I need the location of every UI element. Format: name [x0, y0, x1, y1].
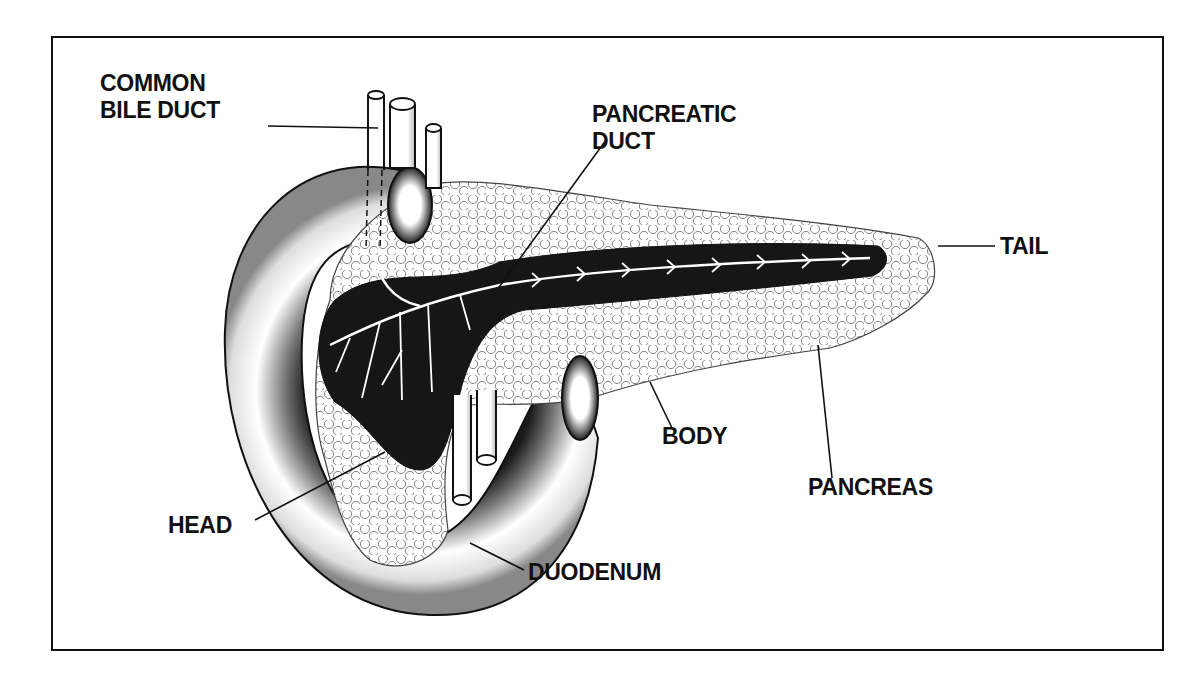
leader-line: [255, 452, 385, 520]
leader-lines: [255, 126, 995, 570]
vessel-tube: [477, 390, 496, 460]
part-label: HEAD: [168, 512, 268, 539]
duct-section: [319, 244, 887, 470]
leader-line: [497, 140, 606, 290]
vessel-tube: [426, 128, 441, 188]
vessel-tube: [390, 104, 415, 168]
part-label: PANCREATIC DUCT: [592, 101, 752, 155]
bile-duct-terminal: [372, 248, 420, 306]
vessel-opening: [390, 98, 415, 110]
part-label: COMMON BILE DUCT: [100, 70, 235, 124]
duct-branches: [532, 252, 850, 287]
part-label: DUODENUM: [528, 559, 698, 586]
bile-duct-tube: [368, 95, 384, 170]
duodenum-cut-end: [562, 356, 598, 440]
frame-border: [52, 37, 1163, 650]
leader-line: [268, 126, 378, 128]
vessel-opening: [477, 455, 496, 465]
part-label: BODY: [662, 423, 762, 450]
leader-line: [938, 245, 995, 247]
vessel-opening: [453, 495, 471, 505]
bile-duct-opening: [368, 91, 384, 99]
vessel-tube: [453, 395, 471, 500]
leader-line: [818, 345, 832, 478]
part-label: TAIL: [1000, 233, 1090, 260]
vessel-opening: [426, 124, 441, 132]
head-duct-branches: [336, 295, 470, 400]
bile-duct-hidden: [366, 170, 382, 250]
leader-line: [470, 543, 524, 570]
leader-line: [650, 382, 672, 428]
pancreatic-duct-line: [330, 258, 870, 345]
part-label: PANCREAS: [808, 474, 968, 501]
